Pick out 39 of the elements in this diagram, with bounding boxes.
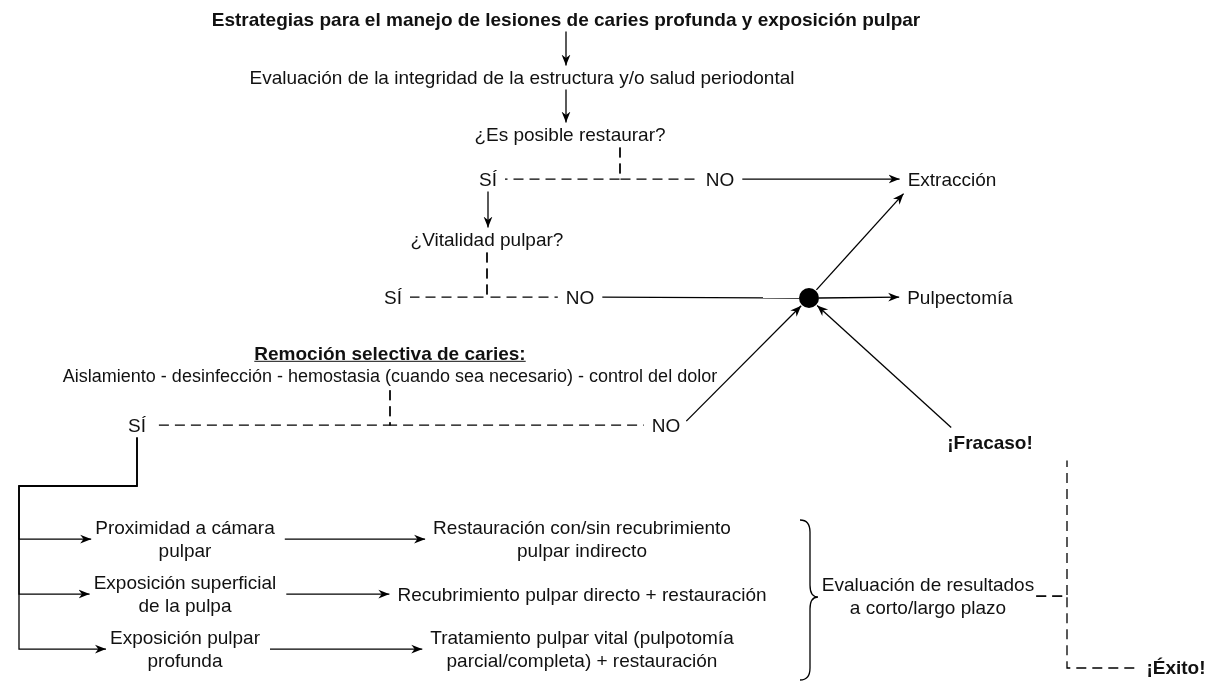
connector-line [601,296,800,299]
arrow [685,305,802,422]
arrow [741,174,901,184]
decision-question: ¿Es posible restaurar? [474,123,666,147]
arrow [285,589,391,599]
dashed-connector [486,251,559,298]
junction-dot [799,288,819,308]
step-text: Evaluación de la integridad de la estructura y/o salud periodontal [249,66,795,90]
yes-label: SÍ [128,414,146,438]
section-heading: Remoción selectiva de caries: [253,342,527,366]
dashed-connector [389,389,645,426]
arrow [816,304,952,429]
treatment-text: Restauración con/sin recubrimiento pulpar indirecto [412,517,752,563]
step-text: Aislamiento - desinfección - hemostasia (cuando sea necesario) - control del dolor [61,365,719,388]
outcome-text: Extracción [907,168,997,192]
condition-text: Exposición superficial de la pulpa [85,572,285,618]
arrow [284,534,426,544]
no-label: NO [651,414,681,438]
failure-text: ¡Fracaso! [947,431,1033,455]
arrow [269,644,423,654]
title-text: Estrategias para el manejo de lesiones de caries profunda y exposición pulpar [211,8,921,32]
arrow [18,436,138,654]
arrow [483,190,493,229]
arrow [818,292,900,302]
arrow [561,30,571,67]
no-label: NO [565,286,595,310]
condition-text: Proximidad a cámara pulpar [85,517,285,563]
condition-text: Exposición pulpar profunda [85,627,285,673]
outcome-text: Pulpectomía [907,286,1013,310]
arrow [561,88,571,124]
treatment-text: Tratamiento pulpar vital (pulpotomía parcial/completa) + restauración [372,627,792,673]
decision-question: ¿Vitalidad pulpar? [410,228,564,252]
yes-label: SÍ [384,286,402,310]
arrow [815,192,905,291]
yes-label: SÍ [479,168,497,192]
evaluation-text: Evaluación de resultados a corto/largo plazo [818,574,1038,620]
treatment-text: Recubrimiento pulpar directo + restauración [372,583,792,607]
no-label: NO [705,168,735,192]
success-text: ¡Éxito! [1146,656,1206,680]
